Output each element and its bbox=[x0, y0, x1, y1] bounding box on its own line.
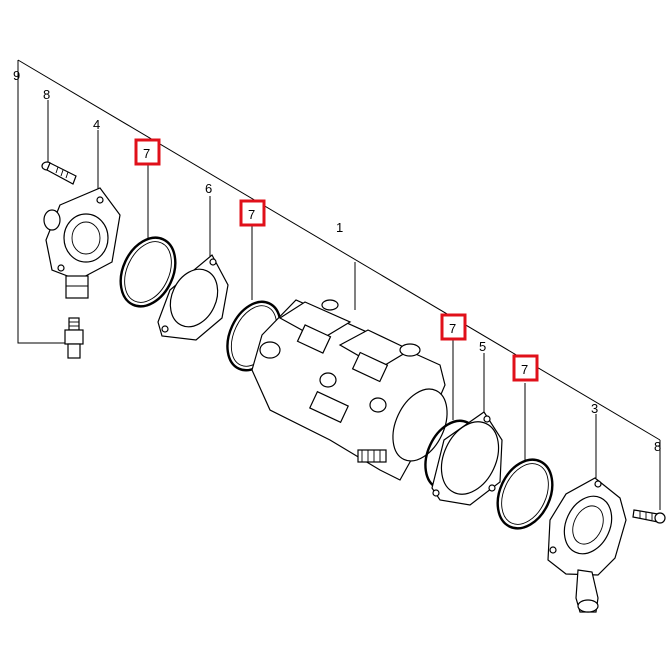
callout-8-top: 8 bbox=[43, 87, 50, 102]
temperature-sender-part bbox=[64, 317, 84, 359]
cover-plate-part bbox=[431, 411, 503, 506]
callout-4: 4 bbox=[93, 117, 100, 132]
o-ring-1-part bbox=[119, 236, 177, 308]
callout-8-bottom: 8 bbox=[654, 439, 661, 454]
callout-9: 9 bbox=[13, 68, 20, 83]
bolt-top-part bbox=[41, 161, 77, 185]
leader-lines bbox=[17, 59, 661, 510]
highlighted-callout-1: 7 bbox=[134, 138, 161, 166]
o-ring-4-part bbox=[496, 458, 554, 530]
highlighted-callout-3: 7 bbox=[440, 313, 467, 341]
callout-6: 6 bbox=[205, 181, 212, 196]
thermostat-housing-part bbox=[43, 187, 121, 299]
callout-labels: 9 8 4 6 1 5 3 8 bbox=[13, 68, 661, 454]
svg-text:7: 7 bbox=[449, 321, 456, 336]
highlighted-callout-4: 7 bbox=[512, 354, 539, 382]
svg-text:7: 7 bbox=[143, 146, 150, 161]
water-housing-body-part bbox=[251, 299, 448, 481]
elbow-outlet-part bbox=[547, 477, 627, 613]
svg-text:7: 7 bbox=[521, 362, 528, 377]
callout-3: 3 bbox=[591, 401, 598, 416]
gasket-part bbox=[157, 254, 229, 341]
callout-1: 1 bbox=[336, 220, 343, 235]
bolt-bottom-part bbox=[632, 509, 666, 524]
highlighted-callout-2: 7 bbox=[239, 199, 266, 227]
svg-text:7: 7 bbox=[248, 207, 255, 222]
callout-5: 5 bbox=[479, 339, 486, 354]
